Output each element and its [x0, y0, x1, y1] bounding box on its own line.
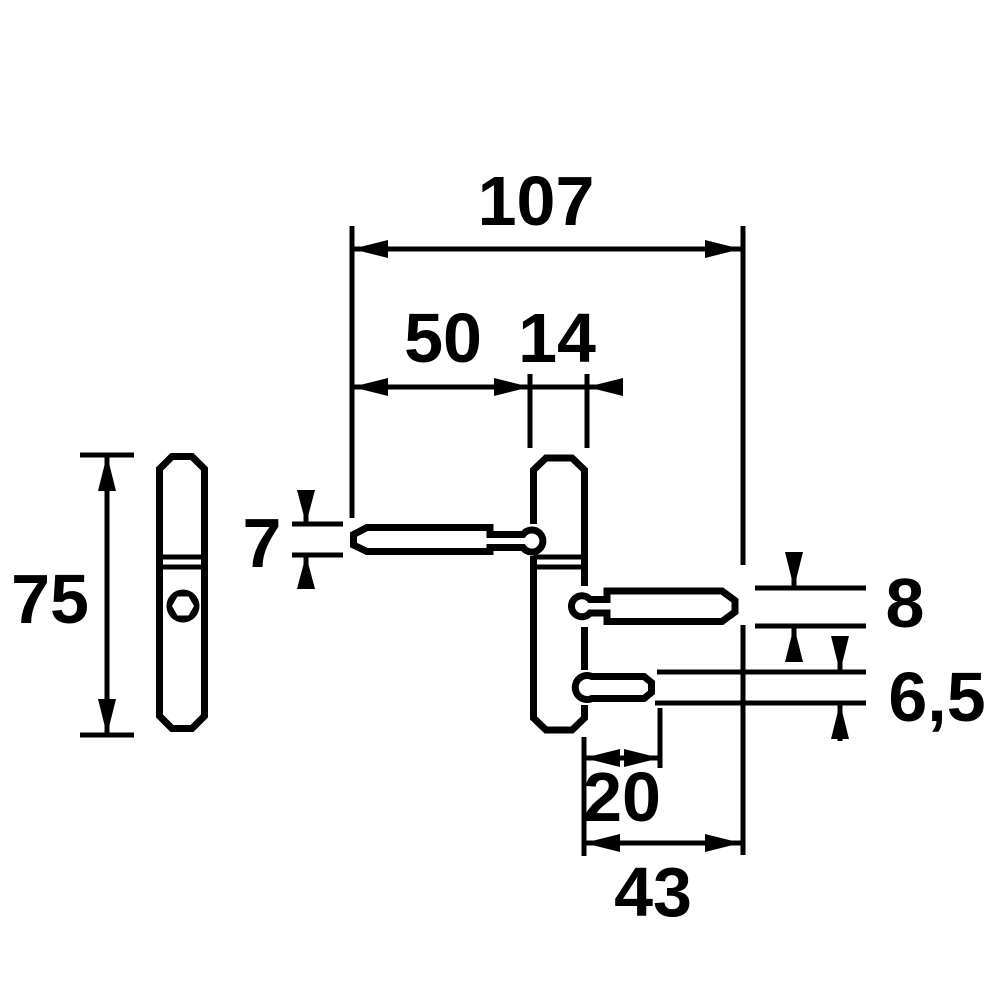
arrowhead-left [352, 378, 388, 396]
arrowhead-up [98, 455, 116, 491]
dimension-body-height: 75 [11, 452, 134, 738]
dim-label-body-height: 75 [11, 560, 89, 638]
arrowhead-down [785, 552, 803, 588]
arrowhead-up [297, 555, 315, 589]
dimension-middle-pin-diameter: 8 [755, 552, 924, 662]
arrowhead-up [785, 626, 803, 662]
dimension-total-width: 107 [349, 162, 746, 855]
hex-socket-icon [172, 596, 194, 616]
arrowhead-down [831, 636, 849, 672]
dim-label-barrel-diameter: 14 [518, 299, 596, 377]
upper-fixing-pin [350, 524, 547, 556]
dim-label-lower-extent: 43 [614, 853, 692, 931]
dim-label-upper-pin-length: 50 [404, 299, 482, 377]
arrowhead-down [98, 699, 116, 735]
arrowhead-left [352, 240, 388, 258]
dim-label-upper-pin-diameter: 7 [243, 504, 282, 582]
dim-label-lower-pin-diameter: 6,5 [888, 658, 985, 736]
arrowhead-left [584, 749, 620, 767]
arrowhead-left [584, 834, 620, 852]
arrowhead-middle [494, 378, 530, 396]
dimension-lower-extent: 43 [581, 737, 741, 931]
middle-fixing-pin [567, 587, 739, 625]
arrowhead-right [624, 749, 660, 767]
side-view-frame-part [156, 453, 208, 732]
arrowhead-down [297, 490, 315, 524]
arrowhead-right [705, 834, 741, 852]
dimension-upper-pin-length-and-barrel-diameter: 50 14 [352, 299, 623, 448]
dim-label-total-width: 107 [478, 162, 595, 240]
dimension-lower-pin-diameter: 6,5 [655, 636, 986, 741]
arrowhead-right [587, 378, 623, 396]
dim-label-middle-pin-diameter: 8 [886, 564, 925, 642]
front-view-hinge-body [350, 454, 739, 734]
arrowhead-right [705, 240, 741, 258]
dimension-lower-pin-length: 20 [583, 708, 663, 836]
lower-fixing-pin [571, 672, 655, 703]
arrowhead-up [831, 703, 849, 739]
dimension-upper-pin-diameter: 7 [243, 490, 343, 589]
dim-label-lower-pin-length: 20 [583, 758, 661, 836]
